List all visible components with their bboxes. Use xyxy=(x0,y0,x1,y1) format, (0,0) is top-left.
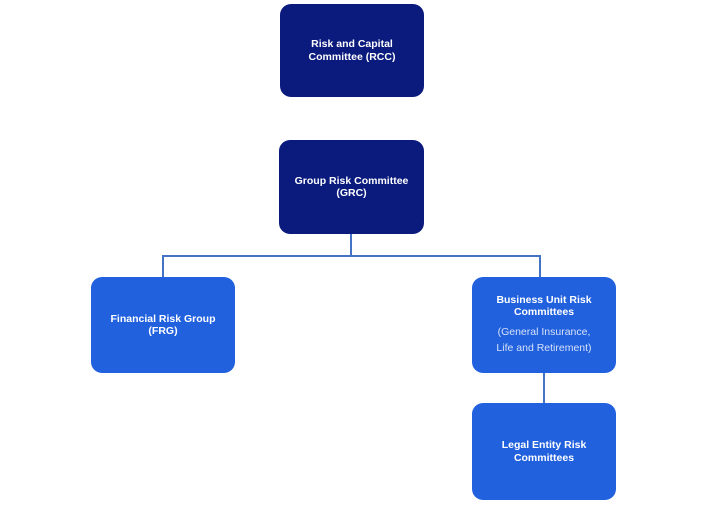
node-risk-and-capital-committee: Risk and Capital Committee (RCC) xyxy=(280,4,424,97)
connector-business-unit-to-legal-entity xyxy=(543,373,545,403)
node-label: Business Unit Risk Committees xyxy=(496,293,592,319)
connector-frg-drop xyxy=(162,255,164,277)
node-label: Risk and Capital Committee (RCC) xyxy=(308,38,396,63)
node-label: Legal Entity Risk Committees xyxy=(501,439,587,464)
node-sublabel: (General Insurance, Life and Retirement) xyxy=(496,325,592,354)
node-business-unit-risk-committees: Business Unit Risk Committees (General I… xyxy=(472,277,616,373)
connector-grc-stem xyxy=(350,234,352,255)
node-financial-risk-group: Financial Risk Group (FRG) xyxy=(91,277,235,373)
connector-horizontal-branch xyxy=(162,255,540,257)
node-group-risk-committee: Group Risk Committee (GRC) xyxy=(279,140,424,234)
node-legal-entity-risk-committees: Legal Entity Risk Committees xyxy=(472,403,616,500)
node-label: Group Risk Committee (GRC) xyxy=(294,174,409,199)
node-label: Financial Risk Group (FRG) xyxy=(110,312,216,337)
connector-business-unit-drop xyxy=(539,255,541,277)
